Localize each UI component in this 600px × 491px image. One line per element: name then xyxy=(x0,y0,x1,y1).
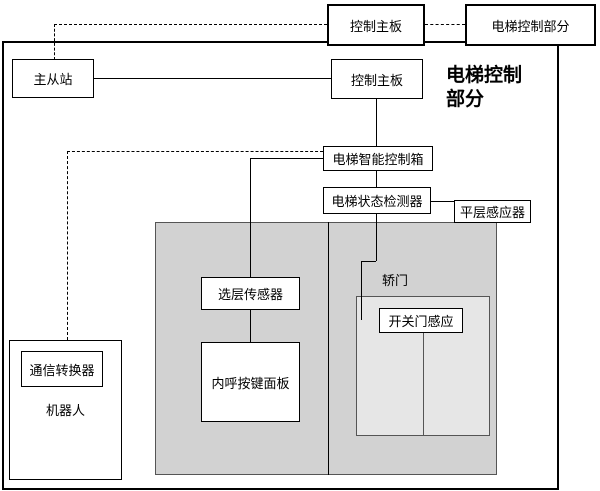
door-split-line xyxy=(423,332,424,436)
link-detector-down xyxy=(376,214,377,261)
smart-control-box: 电梯智能控制箱 xyxy=(323,146,433,171)
comm-converter: 通信转换器 xyxy=(21,351,103,387)
dashed-link-station xyxy=(54,24,55,60)
link-box-floor-v xyxy=(250,158,251,277)
link-detector-jog xyxy=(361,261,376,262)
master-slave-station: 主从站 xyxy=(12,59,94,98)
link-detector-leveling xyxy=(430,201,454,202)
dashed-link-header xyxy=(425,24,465,25)
robot-label: 机器人 xyxy=(46,404,86,419)
dashed-link-robot-v xyxy=(67,151,68,340)
header-elevator-control: 电梯控制部分 xyxy=(465,4,596,46)
link-station-board xyxy=(93,78,331,79)
area-title-line2: 部分 xyxy=(446,88,485,110)
dashed-link-top xyxy=(54,24,327,25)
leveling-sensor: 平层感应器 xyxy=(454,200,531,223)
main-board: 控制主板 xyxy=(331,59,423,99)
dashed-link-robot-h xyxy=(67,151,323,152)
floor-sensor: 选层传感器 xyxy=(201,277,300,310)
area-title-line1: 电梯控制 xyxy=(446,64,523,86)
status-detector: 电梯状态检测器 xyxy=(323,187,431,214)
link-box-floor-h xyxy=(250,158,323,159)
button-panel: 内呼按键面板 xyxy=(201,342,300,422)
link-floor-panel xyxy=(250,310,251,342)
link-board-box xyxy=(376,99,377,146)
link-box-detector xyxy=(376,170,377,187)
elevator-control-area xyxy=(2,41,559,490)
link-detector-door xyxy=(361,261,362,320)
header-main-board: 控制主板 xyxy=(327,4,425,46)
car-door-label: 轿门 xyxy=(382,274,409,289)
door-sensor: 开关门感应 xyxy=(379,308,463,333)
car-region-divider xyxy=(328,222,329,475)
